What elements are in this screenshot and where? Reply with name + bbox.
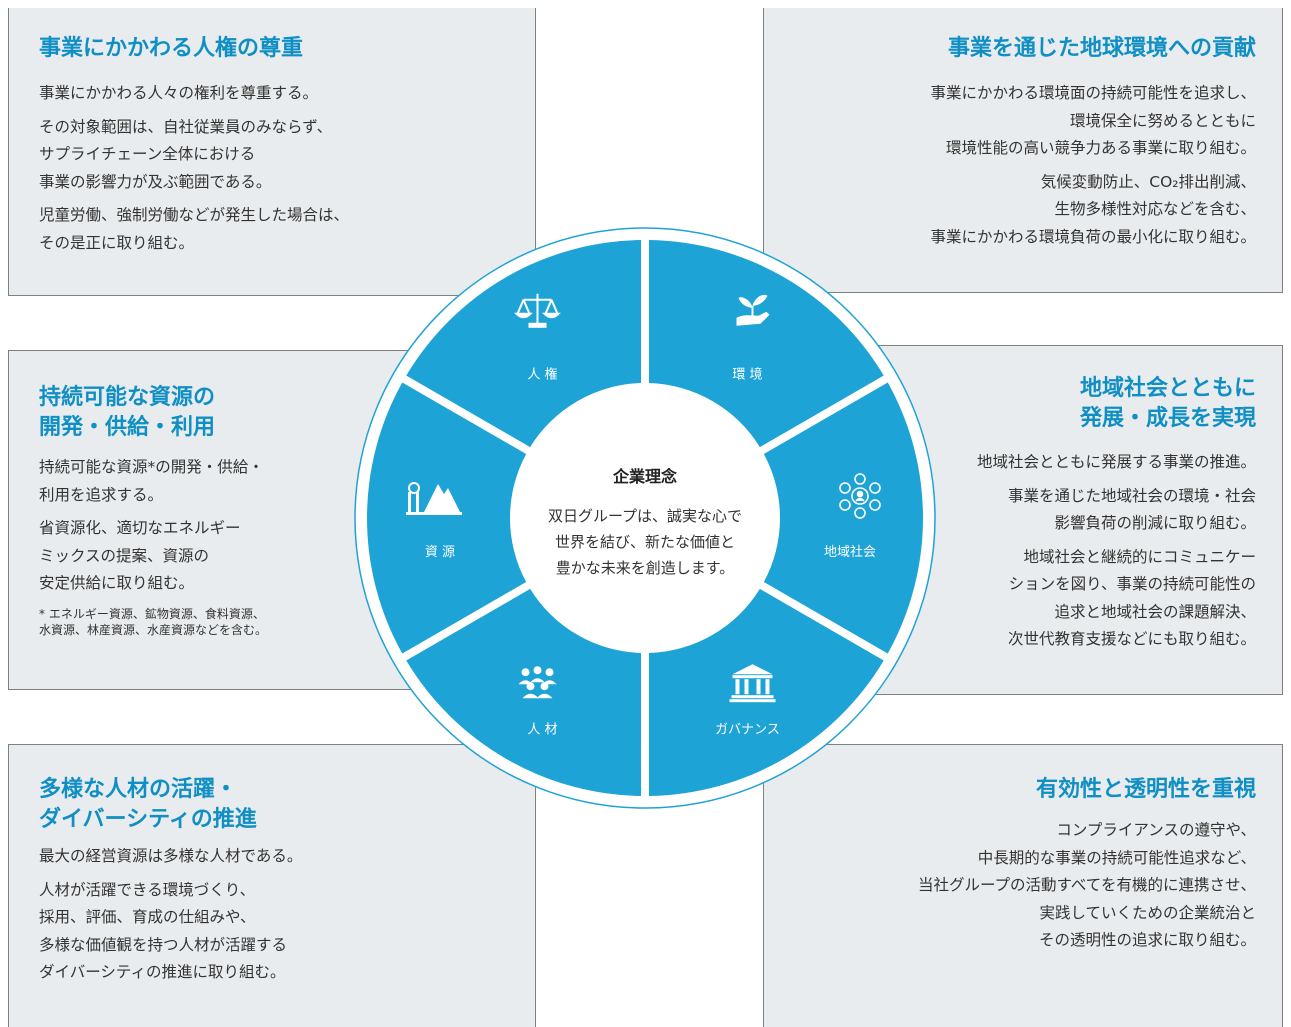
text-line: 環境性能の高い競争力ある事業に取り組む。	[945, 139, 1256, 157]
panel-title: 事業にかかわる人権の尊重	[39, 34, 303, 64]
paragraph: 事業にかかわる人々の権利を尊重する。	[39, 80, 349, 108]
text-line: 当社グループの活動すべてを有機的に連携させ、	[917, 876, 1256, 894]
panel-body: 地域社会とともに発展する事業の推進。事業を通じた地域社会の環境・社会影響負荷の削…	[977, 449, 1256, 654]
center-line: 双日グループは、誠実な心で	[548, 507, 742, 525]
text-line: 持続可能な資源の	[39, 385, 216, 410]
panel-environment: 事業を通じた地球環境への貢献 事業にかかわる環境面の持続可能性を追求し、環境保全…	[763, 8, 1283, 293]
text-line: 児童労働、強制労働などが発生した場合は、	[39, 206, 350, 224]
segment-people	[406, 588, 642, 796]
text-line: その透明性の追求に取り組む。	[1038, 931, 1256, 949]
panel-body: 事業にかかわる人々の権利を尊重する。その対象範囲は、自社従業員のみならず、サプラ…	[39, 80, 349, 257]
text-line: 水資源、林産資源、水産資源などを含む。	[39, 622, 268, 637]
panel-title: 持続可能な資源の開発・供給・利用	[39, 383, 215, 443]
text-line: 地域社会とともに発展する事業の推進。	[976, 453, 1256, 471]
paragraph: その対象範囲は、自社従業員のみならず、サプライチェーン全体における事業の影響力が…	[39, 114, 349, 197]
paragraph: 事業を通じた地域社会の環境・社会影響負荷の削減に取り組む。	[977, 483, 1256, 538]
text-line: コンプライアンスの遵守や、	[1056, 821, 1256, 839]
segment-label: 人 権	[527, 366, 557, 382]
community-network-icon	[839, 473, 881, 519]
panel-title: 多様な人材の活躍・ダイバーシティの推進	[39, 775, 257, 835]
text-line: ダイバーシティの推進	[39, 807, 257, 832]
text-line: 採用、評価、育成の仕組みや、	[39, 908, 256, 926]
center-title: 企業理念	[612, 467, 678, 486]
segment-community	[763, 382, 923, 654]
plant-hand-icon	[736, 294, 770, 326]
panel-body: 持続可能な資源*の開発・供給・利用を追求する。省資源化、適切なエネルギーミックス…	[39, 454, 267, 638]
text-line: その対象範囲は、自社従業員のみならず、	[39, 117, 333, 136]
text-line: 地域社会と継続的にコミュニケー	[1023, 547, 1256, 566]
text-line: 最大の経営資源は多様な人材である。	[39, 847, 303, 865]
paragraph: 児童労働、強制労働などが発生した場合は、その是正に取り組む。	[39, 202, 349, 257]
text-line: 事業にかかわる人々の権利を尊重する。	[39, 84, 319, 102]
text-line: 安定供給に取り組む。	[39, 574, 195, 592]
mine-mountain-icon	[406, 482, 462, 515]
text-line: 多様な価値観を持つ人材が活躍する	[39, 935, 288, 954]
segment-human-rights	[406, 240, 642, 448]
panel-title: 地域社会とともに発展・成長を実現	[1080, 374, 1256, 434]
center-line: 世界を結び、新たな価値と	[555, 533, 735, 551]
panel-body: コンプライアンスの遵守や、中長期的な事業の持続可能性追求など、当社グループの活動…	[918, 817, 1256, 955]
segment-label: ガバナンス	[715, 723, 780, 738]
text-line: 有効性と透明性を重視	[1035, 777, 1256, 802]
paragraph: 気候変動防止、CO₂排出削減、生物多様性対応などを含む、事業にかかわる環境負荷の…	[930, 169, 1256, 252]
paragraph: 地域社会と継続的にコミュニケーションを図り、事業の持続可能性の追求と地域社会の課…	[977, 544, 1256, 654]
text-line: 次世代教育支援などにも取り組む。	[1007, 630, 1256, 648]
panel-human-rights: 事業にかかわる人権の尊重 事業にかかわる人々の権利を尊重する。その対象範囲は、自…	[8, 8, 536, 296]
paragraph: 省資源化、適切なエネルギーミックスの提案、資源の安定供給に取り組む。	[39, 515, 267, 598]
text-line: 人材が活躍できる環境づくり、	[39, 880, 256, 899]
text-line: 事業にかかわる環境面の持続可能性を追求し、	[930, 84, 1256, 102]
text-line: 地域社会とともに	[1079, 376, 1256, 401]
text-line: サプライチェーン全体における	[39, 145, 256, 163]
segment-label: 人 材	[527, 723, 557, 738]
text-line: 追求と地域社会の課題解決、	[1054, 602, 1256, 621]
text-line: その是正に取り組む。	[39, 233, 195, 252]
segment-label: 環 境	[732, 367, 762, 382]
text-line: * エネルギー資源、鉱物資源、食料資源、	[39, 606, 265, 621]
text-line: 実践していくための企業統治と	[1039, 903, 1256, 922]
text-line: 持続可能な資源*の開発・供給・	[39, 458, 264, 476]
text-line: 事業を通じた地域社会の環境・社会	[1007, 486, 1256, 505]
text-line: 事業の影響力が及ぶ範囲である。	[39, 172, 272, 191]
text-line: 開発・供給・利用	[39, 415, 216, 440]
text-line: 事業を通じた地球環境への貢献	[947, 36, 1256, 61]
scales-icon	[514, 293, 561, 328]
paragraph: 地域社会とともに発展する事業の推進。	[977, 449, 1256, 477]
segment-label: 地域社会	[824, 544, 876, 560]
text-line: 生物多様性対応などを含む、	[1054, 200, 1256, 218]
paragraph: 最大の経営資源は多様な人材である。	[39, 843, 302, 871]
paragraph: 事業にかかわる環境面の持続可能性を追求し、環境保全に努めるとともに環境性能の高い…	[930, 80, 1256, 163]
paragraph: 人材が活躍できる環境づくり、採用、評価、育成の仕組みや、多様な価値観を持つ人材が…	[39, 877, 302, 987]
segment-environment	[648, 240, 884, 448]
text-line: 事業にかかわる環境負荷の最小化に取り組む。	[930, 227, 1256, 246]
paragraph: コンプライアンスの遵守や、中長期的な事業の持続可能性追求など、当社グループの活動…	[918, 817, 1256, 955]
text-line: 利用を追求する。	[39, 485, 164, 504]
text-line: 事業にかかわる人権の尊重	[39, 36, 304, 61]
panel-people: 多様な人材の活躍・ダイバーシティの推進 最大の経営資源は多様な人材である。人材が…	[8, 744, 536, 1027]
text-line: ダイバーシティの推進に取り組む。	[39, 963, 286, 981]
text-line: ミックスの提案、資源の	[39, 546, 210, 565]
text-line: 多様な人材の活躍・	[39, 777, 238, 802]
text-line: ションを図り、事業の持続可能性の	[1008, 575, 1256, 593]
text-line: 省資源化、適切なエネルギー	[39, 519, 241, 537]
panel-title: 事業を通じた地球環境への貢献	[948, 34, 1256, 64]
people-group-icon	[518, 666, 557, 699]
segment-resources	[366, 382, 527, 654]
text-line: 環境保全に努めるとともに	[1069, 111, 1256, 130]
text-line: 気候変動防止、CO₂排出削減、	[1040, 172, 1256, 191]
panel-body: 事業にかかわる環境面の持続可能性を追求し、環境保全に努めるとともに環境性能の高い…	[930, 80, 1256, 251]
panel-body: 最大の経営資源は多様な人材である。人材が活躍できる環境づくり、採用、評価、育成の…	[39, 843, 302, 987]
institution-building-icon	[729, 664, 776, 703]
center-line: 豊かな未来を創造します。	[556, 559, 735, 577]
panel-title: 有効性と透明性を重視	[1036, 775, 1256, 805]
segment-label: 資 源	[425, 545, 455, 560]
panel-governance: 有効性と透明性を重視 コンプライアンスの遵守や、中長期的な事業の持続可能性追求な…	[763, 744, 1283, 1027]
text-line: 中長期的な事業の持続可能性追求など、	[977, 848, 1256, 867]
text-line: 発展・成長を実現	[1079, 406, 1256, 431]
text-line: 影響負荷の削減に取り組む。	[1054, 514, 1256, 532]
footnote: * エネルギー資源、鉱物資源、食料資源、水資源、林産資源、水産資源などを含む。	[39, 606, 267, 638]
paragraph: 持続可能な資源*の開発・供給・利用を追求する。	[39, 454, 267, 509]
